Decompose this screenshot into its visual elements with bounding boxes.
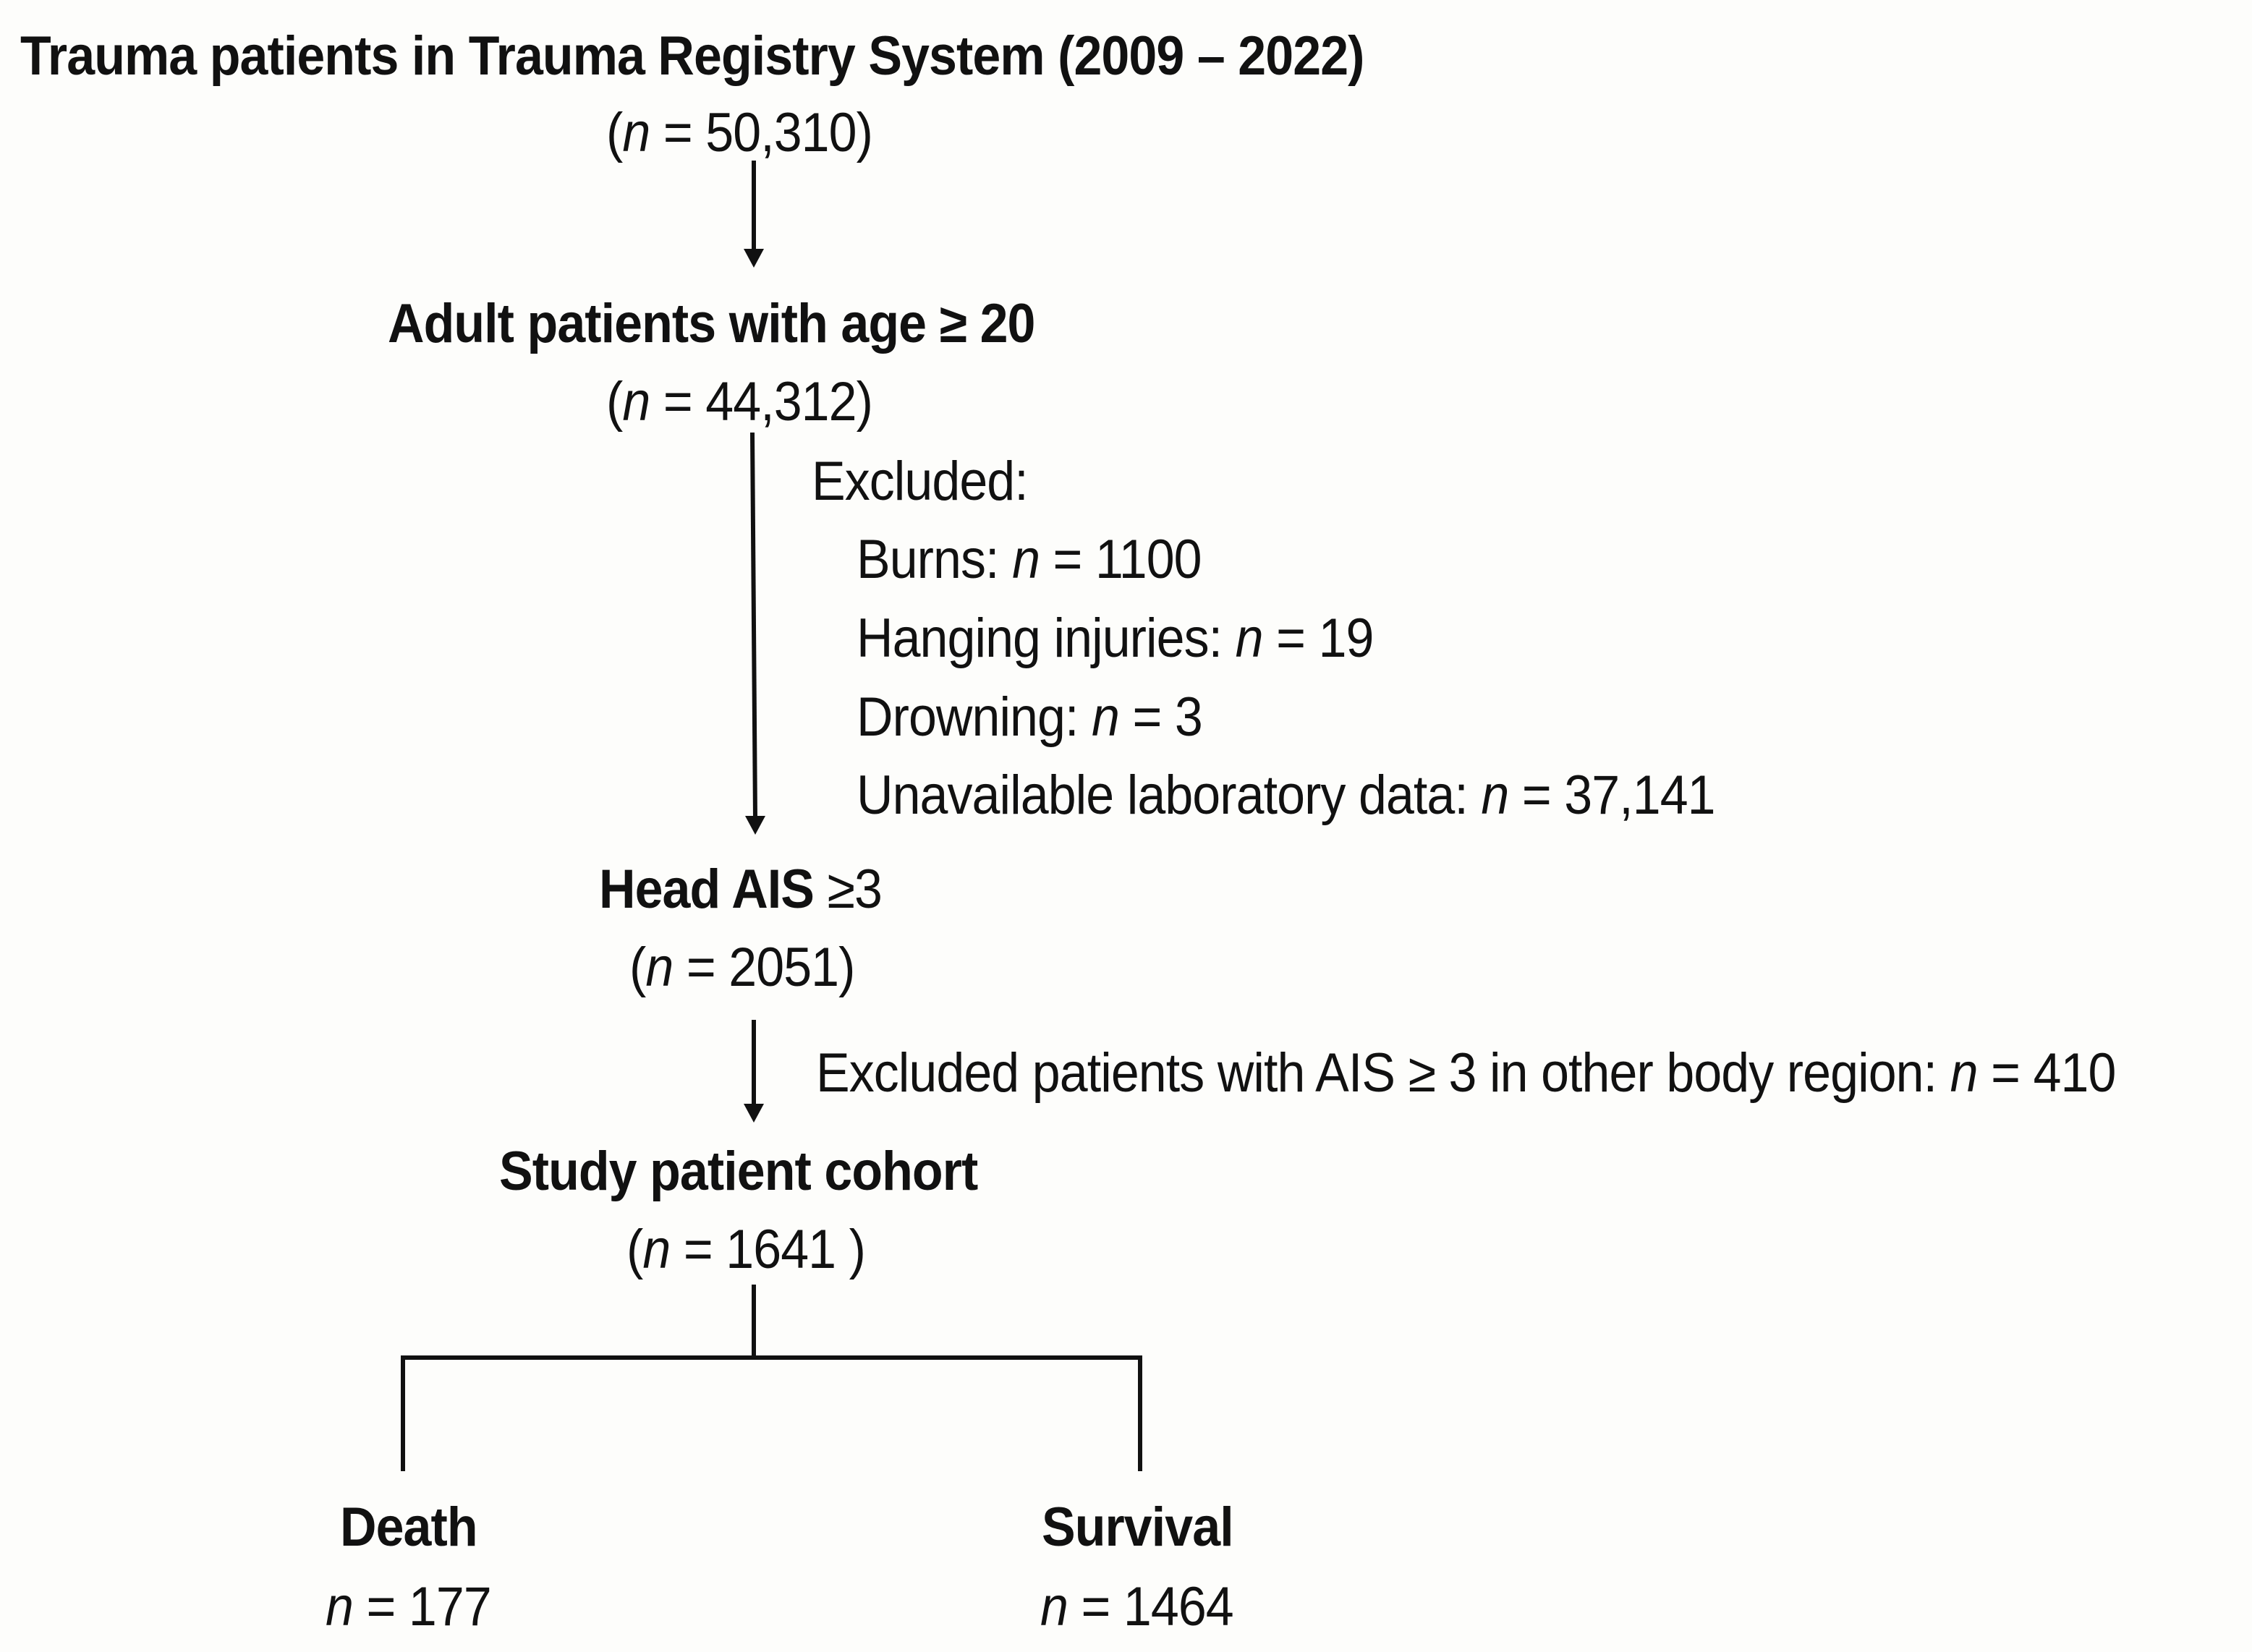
exclusion-item-drowning: Drowning: n = 3 bbox=[857, 690, 1203, 745]
head-ais-title: Head AIS ≥3 bbox=[599, 859, 883, 920]
arrow-head bbox=[744, 1104, 764, 1123]
exclusion-item-value: = 37,141 bbox=[1508, 765, 1716, 826]
survival-count: n = 1464 bbox=[1040, 1576, 1234, 1638]
cohort-title: Study patient cohort bbox=[499, 1141, 978, 1202]
n-symbol: n bbox=[1040, 1576, 1068, 1638]
n-symbol: n bbox=[642, 1219, 671, 1280]
exclusion-item-label: Burns: bbox=[857, 529, 1013, 590]
cohort-count: (n = 1641 ) bbox=[626, 1219, 866, 1280]
exclusion-item-value: = 3 bbox=[1118, 686, 1202, 748]
n-symbol: n bbox=[1012, 529, 1040, 590]
split-bracket bbox=[401, 1355, 1142, 1471]
head-ais-title-rest: ≥3 bbox=[814, 859, 883, 920]
exclusion-other-region-label: Excluded patients with AIS ≥ 3 in other … bbox=[816, 1042, 1950, 1104]
n-symbol: n bbox=[622, 102, 650, 163]
death-title: Death bbox=[340, 1496, 478, 1558]
exclusion-item-value: = 1100 bbox=[1040, 529, 1202, 590]
exclusion-other-region: Excluded patients with AIS ≥ 3 in other … bbox=[816, 1046, 2116, 1101]
head-ais-count: (n = 2051) bbox=[629, 937, 855, 998]
exclusion-item-lab-data: Unavailable laboratory data: n = 37,141 bbox=[857, 765, 1716, 826]
registry-count: (n = 50,310) bbox=[606, 102, 873, 163]
adult-title: Adult patients with age ≥ 20 bbox=[388, 293, 1035, 354]
registry-title: Trauma patients in Trauma Registry Syste… bbox=[20, 25, 1364, 87]
exclusion-item-value: = 19 bbox=[1262, 608, 1374, 669]
exclusion-item-label: Drowning: bbox=[857, 686, 1092, 748]
head-ais-title-bold: Head AIS bbox=[599, 859, 815, 920]
n-symbol: n bbox=[622, 371, 650, 433]
death-count: n = 177 bbox=[326, 1576, 492, 1638]
exclusion-item-burns: Burns: n = 1100 bbox=[857, 532, 1202, 587]
exclusion-item-hanging: Hanging injuries: n = 19 bbox=[857, 611, 1374, 666]
arrow-adult-to-head-ais bbox=[750, 432, 757, 819]
exclusion-item-label: Unavailable laboratory data: bbox=[857, 765, 1482, 826]
adult-count: (n = 44,312) bbox=[606, 371, 873, 433]
n-symbol: n bbox=[1481, 765, 1509, 826]
n-symbol: n bbox=[1950, 1042, 1979, 1104]
exclusion-heading: Excluded: bbox=[812, 451, 1029, 512]
arrow-head bbox=[744, 249, 764, 268]
n-symbol: n bbox=[326, 1576, 354, 1638]
survival-title: Survival bbox=[1042, 1496, 1234, 1558]
n-symbol: n bbox=[1092, 686, 1120, 748]
n-symbol: n bbox=[1235, 608, 1264, 669]
n-symbol: n bbox=[645, 937, 674, 998]
arrow-head bbox=[745, 816, 765, 835]
exclusion-other-region-value: = 410 bbox=[1977, 1042, 2116, 1104]
exclusion-item-label: Hanging injuries: bbox=[857, 608, 1236, 669]
